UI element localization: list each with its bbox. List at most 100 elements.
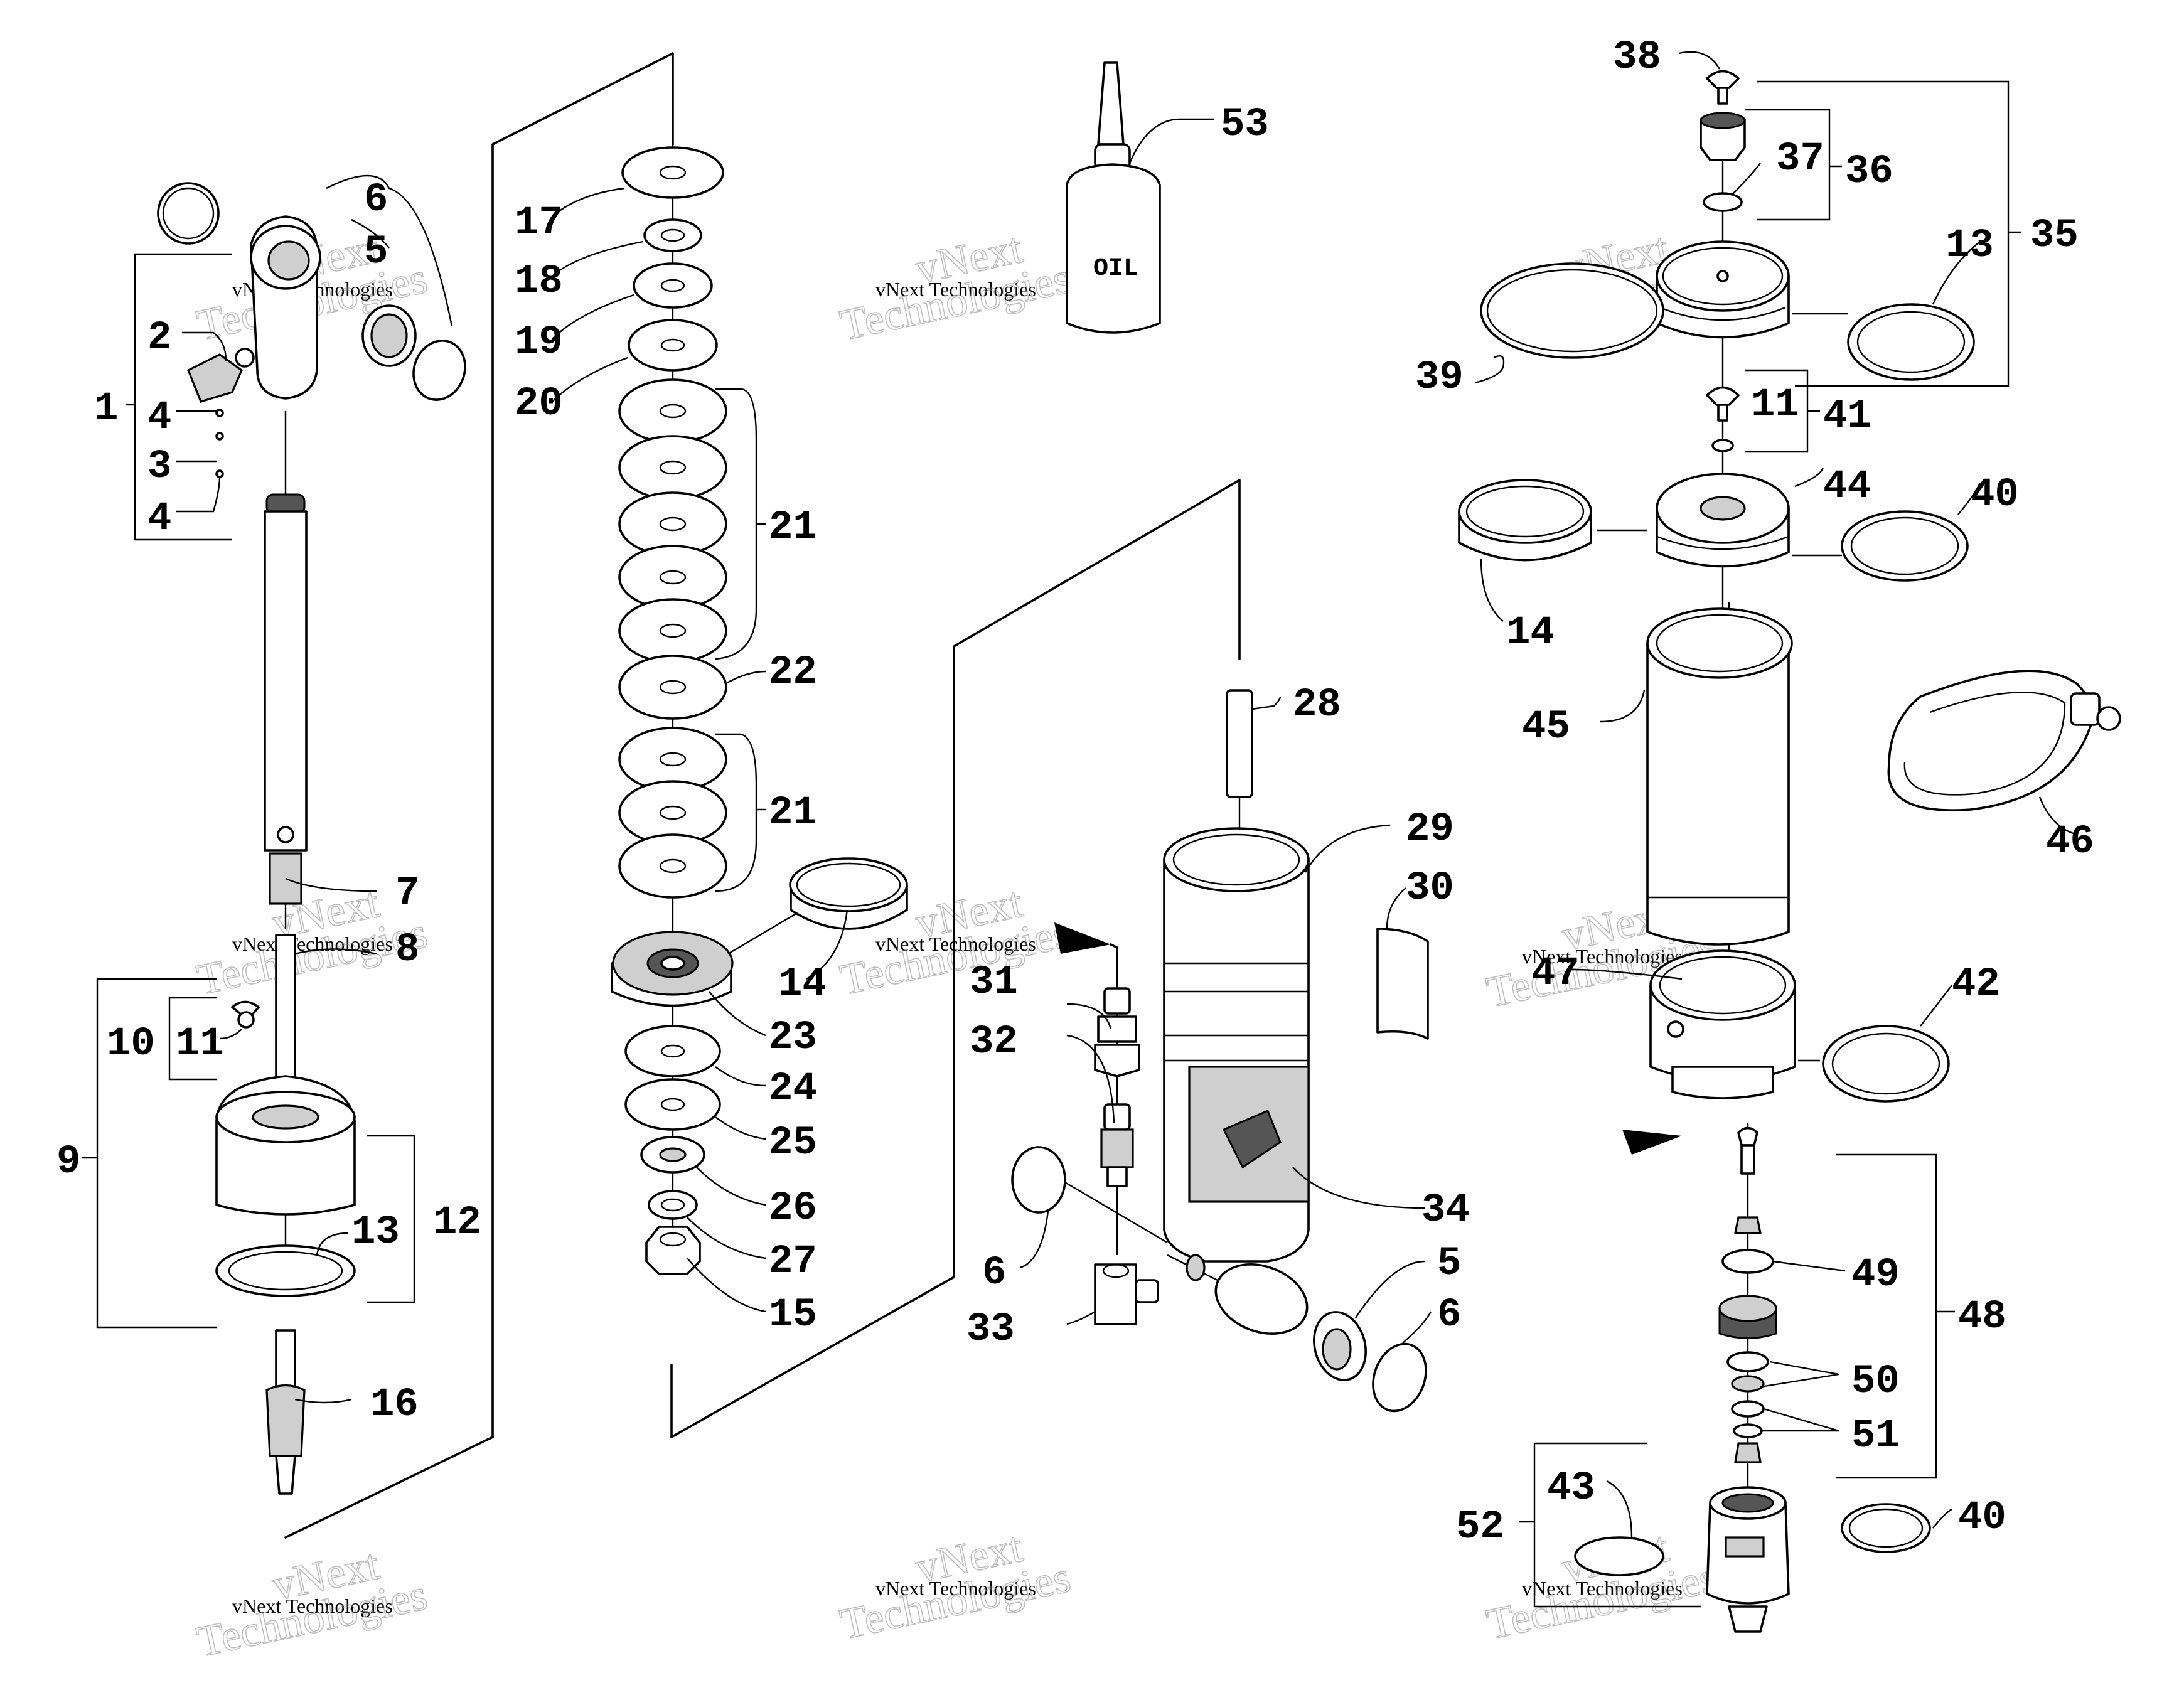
callout-label: 17 [515, 201, 563, 246]
watermarks: vNext Technologies vNext Technologies vN… [193, 223, 1722, 1667]
watermark: vNext Technologies vNext Technologies [836, 223, 1076, 351]
callout-label: 25 [769, 1121, 817, 1166]
callout-label: 28 [1293, 683, 1341, 728]
callout-label: 50 [1851, 1359, 1900, 1404]
callout-label: 9 [56, 1140, 80, 1185]
callout-label: 5 [364, 230, 388, 275]
callout-label: 45 [1522, 705, 1570, 750]
washer [624, 1025, 721, 1077]
o-ring [1841, 510, 1969, 582]
o-ring [215, 1244, 356, 1297]
callout-label: 6 [364, 178, 388, 223]
callout-label: 6 [1437, 1293, 1461, 1338]
callout-label: 30 [1406, 866, 1454, 911]
callout-label: 31 [970, 960, 1018, 1005]
callout-label: 1 [94, 387, 118, 432]
hose-clamp [1887, 670, 2121, 811]
adjuster-stack [1718, 1126, 1777, 1463]
callout-label: 42 [1952, 962, 2000, 1007]
callout-label: 35 [2030, 213, 2079, 259]
reservoir-assembly [1458, 70, 2121, 1633]
callout-label: 24 [769, 1067, 817, 1112]
callout-label: 41 [1823, 394, 1871, 439]
callout-label: 7 [395, 871, 419, 916]
air-valve-fitting [186, 353, 243, 403]
reservoir-end-cap [1649, 949, 1796, 1099]
callout-label: 3 [147, 444, 171, 489]
watermark-small-text: vNext Technologies [875, 1577, 1036, 1600]
callout-label: 18 [515, 259, 563, 304]
hose-fitting [1094, 987, 1140, 1077]
callout-label: 47 [1531, 951, 1580, 997]
o-ring [1011, 1146, 1066, 1214]
assembly-arrow [1054, 922, 1111, 954]
callout-label: 6 [982, 1251, 1006, 1296]
elbow-fitting [1094, 1263, 1159, 1325]
callout-label: 14 [778, 962, 827, 1007]
floating-piston [1656, 473, 1790, 568]
callout-label: 15 [769, 1293, 817, 1338]
shim-stack [611, 146, 908, 1275]
o-ring [1822, 1025, 1950, 1103]
callout-label: 34 [1421, 1188, 1470, 1233]
callout-label: 21 [769, 791, 817, 836]
callout-label: 5 [1437, 1241, 1461, 1286]
callout-label: 38 [1613, 35, 1661, 80]
callout-label: 11 [176, 1022, 224, 1067]
bump-stop [1376, 928, 1429, 1040]
callout-label: 40 [1958, 1495, 2006, 1541]
washer [640, 1136, 705, 1174]
callout-label: 20 [515, 382, 563, 427]
o-ring [1574, 1536, 1664, 1576]
adjuster-body [1706, 1486, 1790, 1633]
callout-label: 29 [1406, 807, 1454, 852]
piston [611, 931, 734, 1007]
washer [624, 1078, 721, 1131]
callout-label: 4 [147, 395, 171, 441]
watermark-small-text: vNext Technologies [1522, 945, 1683, 968]
washer [648, 1190, 698, 1220]
oil-bottle: OIL [1066, 61, 1161, 334]
watermark-small-text: vNext Technologies [875, 278, 1036, 301]
watermark-small-text: vNext Technologies [1522, 1577, 1683, 1600]
callout-label: 40 [1971, 473, 2019, 518]
callout-label: 4 [147, 496, 171, 542]
callout-label: 39 [1415, 355, 1464, 400]
leader-lines [82, 51, 2078, 1608]
washer [621, 146, 724, 199]
snap-ring [1480, 262, 1664, 359]
valve-fitting [1100, 1103, 1134, 1187]
callout-label: 23 [769, 1015, 817, 1061]
callout-label: 14 [1506, 611, 1555, 656]
washer [633, 262, 713, 309]
shim [618, 378, 727, 444]
callout-label: 13 [1946, 223, 1994, 269]
callout-label: 16 [370, 1382, 419, 1428]
shim [618, 833, 727, 899]
o-ring [157, 182, 220, 245]
callout-labels: 1 2 3 4 4 5 6 7 8 9 10 11 12 13 16 17 18… [56, 35, 2094, 1550]
assembly-arrow [1622, 1130, 1682, 1155]
callout-label: 46 [2046, 820, 2094, 865]
watermark-small-text: vNext Technologies [875, 933, 1036, 955]
o-ring [412, 340, 466, 401]
callout-label: 8 [395, 928, 419, 973]
callout-label: 48 [1958, 1295, 2006, 1340]
callout-label: 2 [147, 316, 171, 361]
callout-label: 43 [1547, 1466, 1595, 1511]
callout-label: 44 [1823, 464, 1871, 510]
o-ring [1372, 1342, 1427, 1413]
shaft-end [275, 1329, 296, 1391]
callout-label: 27 [769, 1239, 817, 1285]
watermark: vNext Technologies vNext Technologies [193, 1540, 432, 1667]
washer [643, 218, 702, 252]
o-ring [1847, 303, 1975, 381]
callout-label: 10 [107, 1022, 155, 1067]
screw [1706, 70, 1740, 89]
callout-label: 13 [351, 1210, 400, 1255]
callout-label: 37 [1776, 137, 1824, 182]
callout-label: 51 [1851, 1414, 1900, 1459]
guide-tube [1226, 689, 1253, 798]
nut [645, 1226, 701, 1275]
